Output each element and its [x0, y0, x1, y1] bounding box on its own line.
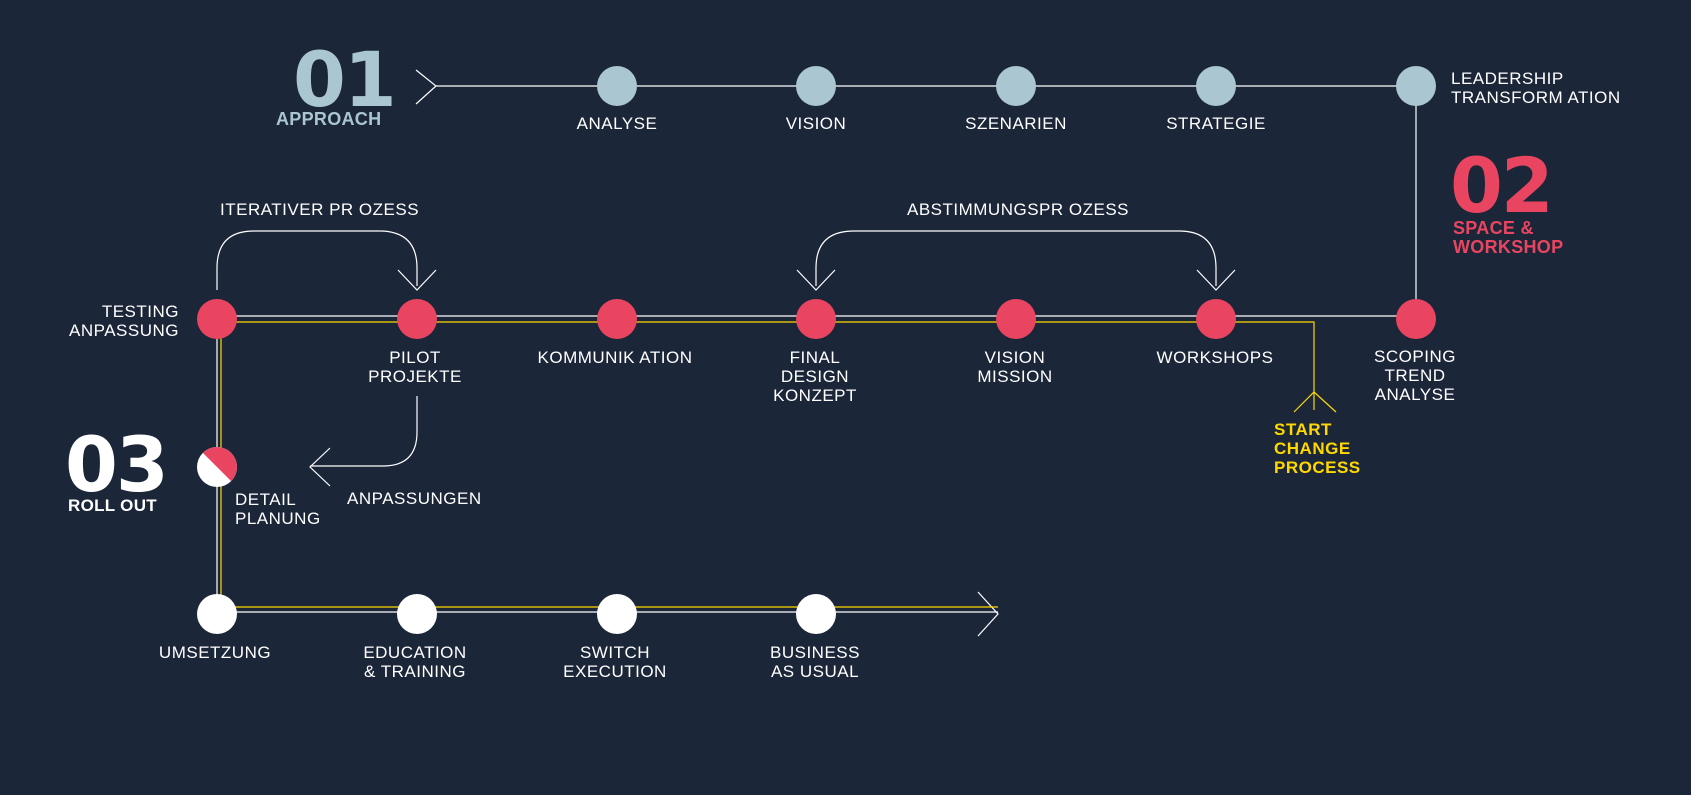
phase2-name: SPACE & WORKSHOP	[1453, 218, 1564, 257]
node-detail-planung	[197, 447, 237, 487]
node-final-design	[796, 299, 836, 339]
row3-end-arrow	[977, 591, 999, 637]
node-umsetzung	[197, 594, 237, 634]
node-strategie	[1196, 66, 1236, 106]
label-strategie: STRATEGIE	[1166, 114, 1266, 133]
label-vision-mission: VISION MISSION	[977, 348, 1053, 386]
label-anpassungen: ANPASSUNGEN	[347, 489, 482, 508]
node-vision	[796, 66, 836, 106]
phase1-name: APPROACH	[276, 109, 382, 129]
node-pilot	[397, 299, 437, 339]
label-business: BUSINESS AS USUAL	[770, 643, 860, 681]
label-umsetzung: UMSETZUNG	[158, 643, 272, 662]
phase3-number: 03	[65, 420, 169, 509]
abstimmung-arrowhead-left	[796, 269, 836, 291]
label-iterativ: ITERATIVER PR OZESS	[220, 200, 420, 219]
label-change-process: START CHANGE PROCESS	[1274, 420, 1361, 477]
label-detail-planung: DETAIL PLANUNG	[235, 490, 321, 528]
label-switch: SWITCH EXECUTION	[563, 643, 667, 681]
phase1-number: 01	[293, 35, 397, 124]
node-szenarien	[996, 66, 1036, 106]
anpassungen-arrowhead	[309, 447, 331, 487]
node-leadership	[1396, 66, 1436, 106]
node-workshops	[1196, 299, 1236, 339]
label-leadership: LEADERSHIP TRANSFORM ATION	[1451, 69, 1621, 107]
node-education	[397, 594, 437, 634]
label-kommunikation: KOMMUNIK ATION	[537, 348, 693, 367]
node-scoping	[1396, 299, 1436, 339]
abstimmung-arrowhead-right	[1196, 269, 1236, 291]
node-analyse	[597, 66, 637, 106]
node-business	[796, 594, 836, 634]
phase2-number: 02	[1450, 141, 1554, 230]
label-analyse: ANALYSE	[576, 114, 658, 133]
label-szenarien: SZENARIEN	[965, 114, 1067, 133]
node-switch	[597, 594, 637, 634]
change-arrow	[1293, 391, 1337, 413]
label-abstimmung: ABSTIMMUNGSPR OZESS	[906, 200, 1130, 219]
label-testing: TESTING ANPASSUNG	[69, 302, 179, 340]
iterative-arrowhead	[397, 269, 437, 291]
label-scoping: SCOPING TREND ANALYSE	[1374, 347, 1456, 404]
label-final-design: FINAL DESIGN KONZEPT	[773, 348, 857, 405]
iterative-loop	[216, 230, 418, 290]
anpassungen-loop	[310, 396, 418, 467]
node-vision-mission	[996, 299, 1036, 339]
label-workshops: WORKSHOPS	[1156, 348, 1274, 367]
label-vision: VISION	[785, 114, 847, 133]
node-testing	[197, 299, 237, 339]
label-pilot: PILOT PROJEKTE	[368, 348, 462, 386]
row1-entry-arrow	[415, 69, 437, 105]
phase3-name: ROLL OUT	[68, 496, 157, 515]
node-kommunikation	[597, 299, 637, 339]
abstimmung-loop	[815, 230, 1217, 286]
label-education: EDUCATION & TRAINING	[363, 643, 467, 681]
